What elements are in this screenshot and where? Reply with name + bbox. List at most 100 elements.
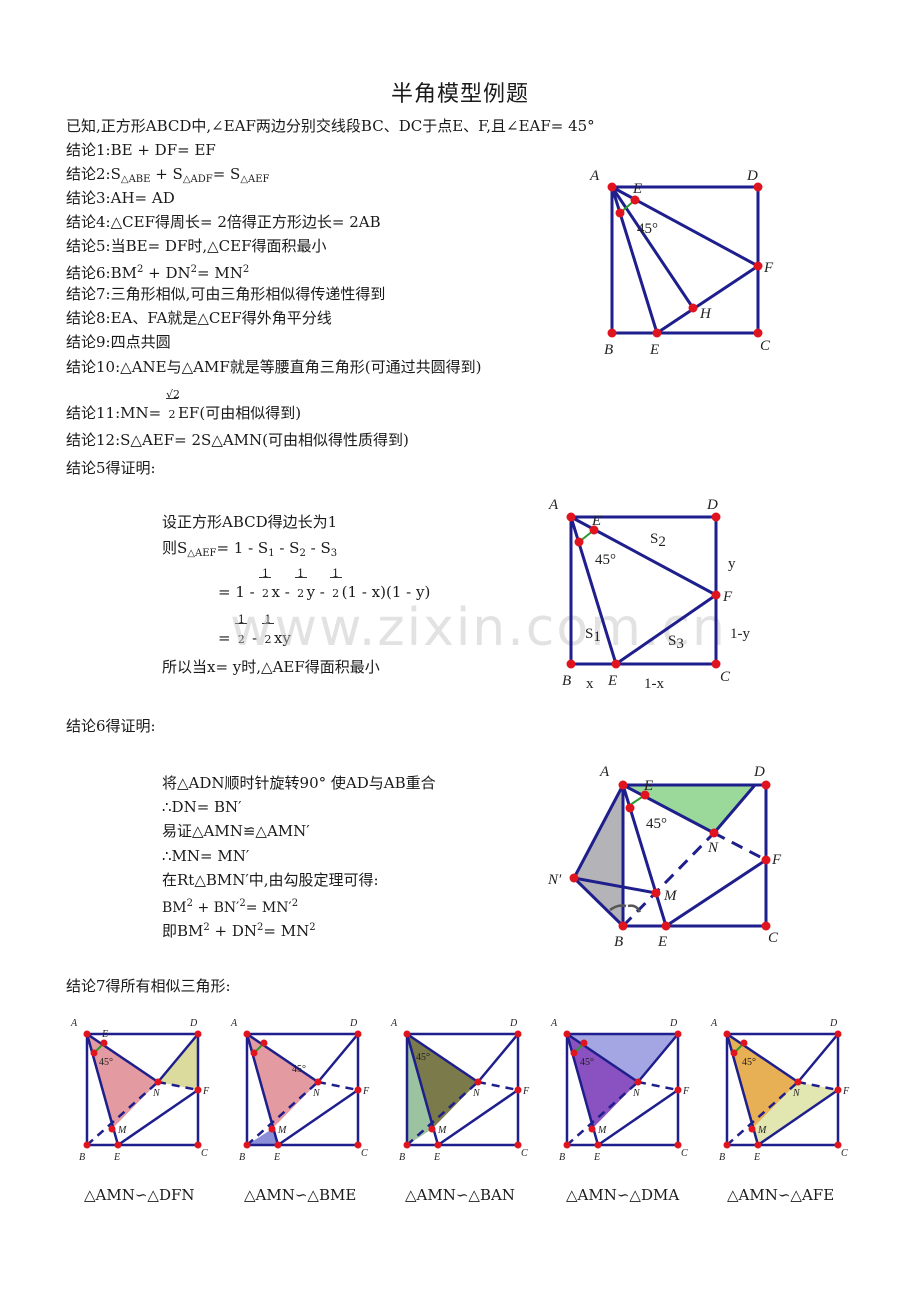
- conclusion-9: 结论9:四点共圆: [66, 330, 171, 354]
- point-label-a: A: [548, 497, 559, 513]
- fraction-bar: [235, 623, 248, 624]
- superscript: 2: [239, 898, 246, 909]
- subscript: △ADF: [182, 174, 213, 185]
- proof-text: -: [247, 629, 262, 647]
- conclusion-label: 结论2:: [66, 165, 111, 183]
- point-label-c: C: [841, 1148, 848, 1159]
- point-label-d: D: [746, 168, 758, 184]
- subscript: 2: [299, 548, 306, 559]
- superscript: 2: [309, 922, 316, 933]
- proof6-eq1: BM2 + BN′2= MN′2: [162, 892, 298, 920]
- proof-text: = MN′: [245, 900, 292, 916]
- angle-label: 45°: [416, 1052, 430, 1063]
- point-label-a: A: [550, 1018, 558, 1029]
- point-label-b: B: [79, 1152, 85, 1163]
- fraction-bar: [294, 577, 307, 578]
- proof6-line5: 在Rt△BMN′中,由勾股定理可得:: [162, 871, 379, 889]
- fraction-numerator: 1: [264, 613, 272, 626]
- conclusion-8: 结论8:EA、FA就是△CEF得外角平分线: [66, 306, 332, 330]
- proof-text: - S: [274, 539, 300, 557]
- angle-label: 45°: [742, 1057, 756, 1068]
- region-label-s3: S3: [668, 633, 684, 652]
- point-label-e2: E: [649, 342, 659, 358]
- point-label-d: D: [349, 1018, 358, 1029]
- angle-label: 45°: [580, 1057, 594, 1068]
- fraction-bar: [261, 623, 274, 624]
- caption-similar-3: △AMN∽△BAN: [405, 1186, 515, 1204]
- point-label-m: M: [117, 1125, 127, 1136]
- point-label-e: E: [101, 1029, 108, 1040]
- fraction-bar: [165, 398, 178, 399]
- conclusion-text: BM: [110, 264, 137, 282]
- conclusion-text: + S: [150, 165, 183, 183]
- point-label-e2: E: [657, 934, 667, 950]
- point-label-e2: E: [753, 1152, 760, 1163]
- side-label-1-minus-x: 1-x: [644, 676, 664, 692]
- point-label-f: F: [722, 589, 733, 605]
- conclusion-label: 结论6:: [66, 264, 111, 282]
- point-label-n: N: [152, 1088, 161, 1099]
- fraction-bar: [329, 577, 342, 578]
- point-label-e2: E: [433, 1152, 440, 1163]
- proof-text: = MN: [263, 922, 310, 940]
- fraction-numerator: 1: [261, 567, 269, 580]
- conclusion-text: = MN: [197, 264, 243, 282]
- point-label-d: D: [829, 1018, 838, 1029]
- region-label-s1: S1: [585, 626, 601, 645]
- superscript: 2: [137, 264, 144, 275]
- point-label-n: N: [707, 840, 719, 856]
- similar-figure-5: A D N F M B E C 45°: [710, 1018, 850, 1163]
- point-label-c: C: [361, 1148, 368, 1159]
- point-label-c: C: [521, 1148, 528, 1159]
- point-label-a: A: [70, 1018, 78, 1029]
- conclusion-text: 四点共圆: [110, 333, 171, 351]
- angle-label: 45°: [637, 221, 658, 237]
- point-label-e2: E: [273, 1152, 280, 1163]
- point-label-h: H: [699, 306, 712, 322]
- given-statement: 已知,正方形ABCD中,∠EAF两边分别交线段BC、DC于点E、F,且∠EAF=…: [66, 117, 595, 135]
- conclusion-label: 结论7:: [66, 285, 111, 303]
- proof6-eq2: 即BM2 + DN2= MN2: [162, 916, 316, 943]
- conclusion-label: 结论10:: [66, 358, 121, 376]
- point-label-n: N: [472, 1088, 481, 1099]
- conclusion-text: BE + DF= EF: [110, 141, 216, 159]
- superscript: 2: [186, 898, 193, 909]
- point-label-e: E: [591, 513, 601, 529]
- figure-square-with-altitude: A D E F H B E C 45°: [589, 168, 774, 358]
- fraction-denominator: 2: [237, 633, 245, 646]
- page-title: 半角模型例题: [390, 82, 529, 107]
- point-label-c: C: [720, 669, 731, 685]
- point-label-d: D: [706, 497, 718, 513]
- conclusion-2: 结论2:S△ABE + S△ADF= S△AEF: [66, 162, 270, 192]
- conclusion-5: 结论5:当BE= DF时,△CEF得面积最小: [66, 234, 327, 258]
- subscript: △ABE: [120, 174, 151, 185]
- point-label-a: A: [599, 764, 610, 780]
- proof-text: = 1 -: [218, 583, 260, 601]
- conclusion-label: 结论5:: [66, 237, 111, 255]
- proof-text: =: [218, 629, 236, 647]
- conclusion-label: 结论9:: [66, 333, 111, 351]
- proof6-line3: 易证△AMN≌△AMN′: [162, 822, 310, 840]
- side-label-1-minus-y: 1-y: [730, 626, 750, 642]
- subscript: 3: [330, 548, 338, 559]
- angle-label: 45°: [595, 552, 616, 568]
- caption-similar-5: △AMN∽△AFE: [727, 1186, 835, 1204]
- proof5-line2: 则S△AEF= 1 - S1 - S2 - S3: [162, 536, 337, 566]
- point-label-e2: E: [113, 1152, 120, 1163]
- proof5-heading: 结论5得证明:: [66, 459, 156, 477]
- angle-label: 45°: [646, 816, 667, 832]
- conclusion-text: 三角形相似,可由三角形相似得传递性得到: [110, 285, 386, 303]
- point-label-b: B: [559, 1152, 565, 1163]
- proof-text: (1 - x)(1 - y): [341, 583, 431, 601]
- point-label-d: D: [669, 1018, 678, 1029]
- conclusion-text: S△AEF= 2S△AMN(可由相似得性质得到): [120, 431, 409, 449]
- proof-text: BM: [162, 900, 187, 916]
- side-label-y: y: [728, 556, 736, 572]
- point-label-a: A: [710, 1018, 718, 1029]
- fraction-numerator: 1: [237, 613, 245, 626]
